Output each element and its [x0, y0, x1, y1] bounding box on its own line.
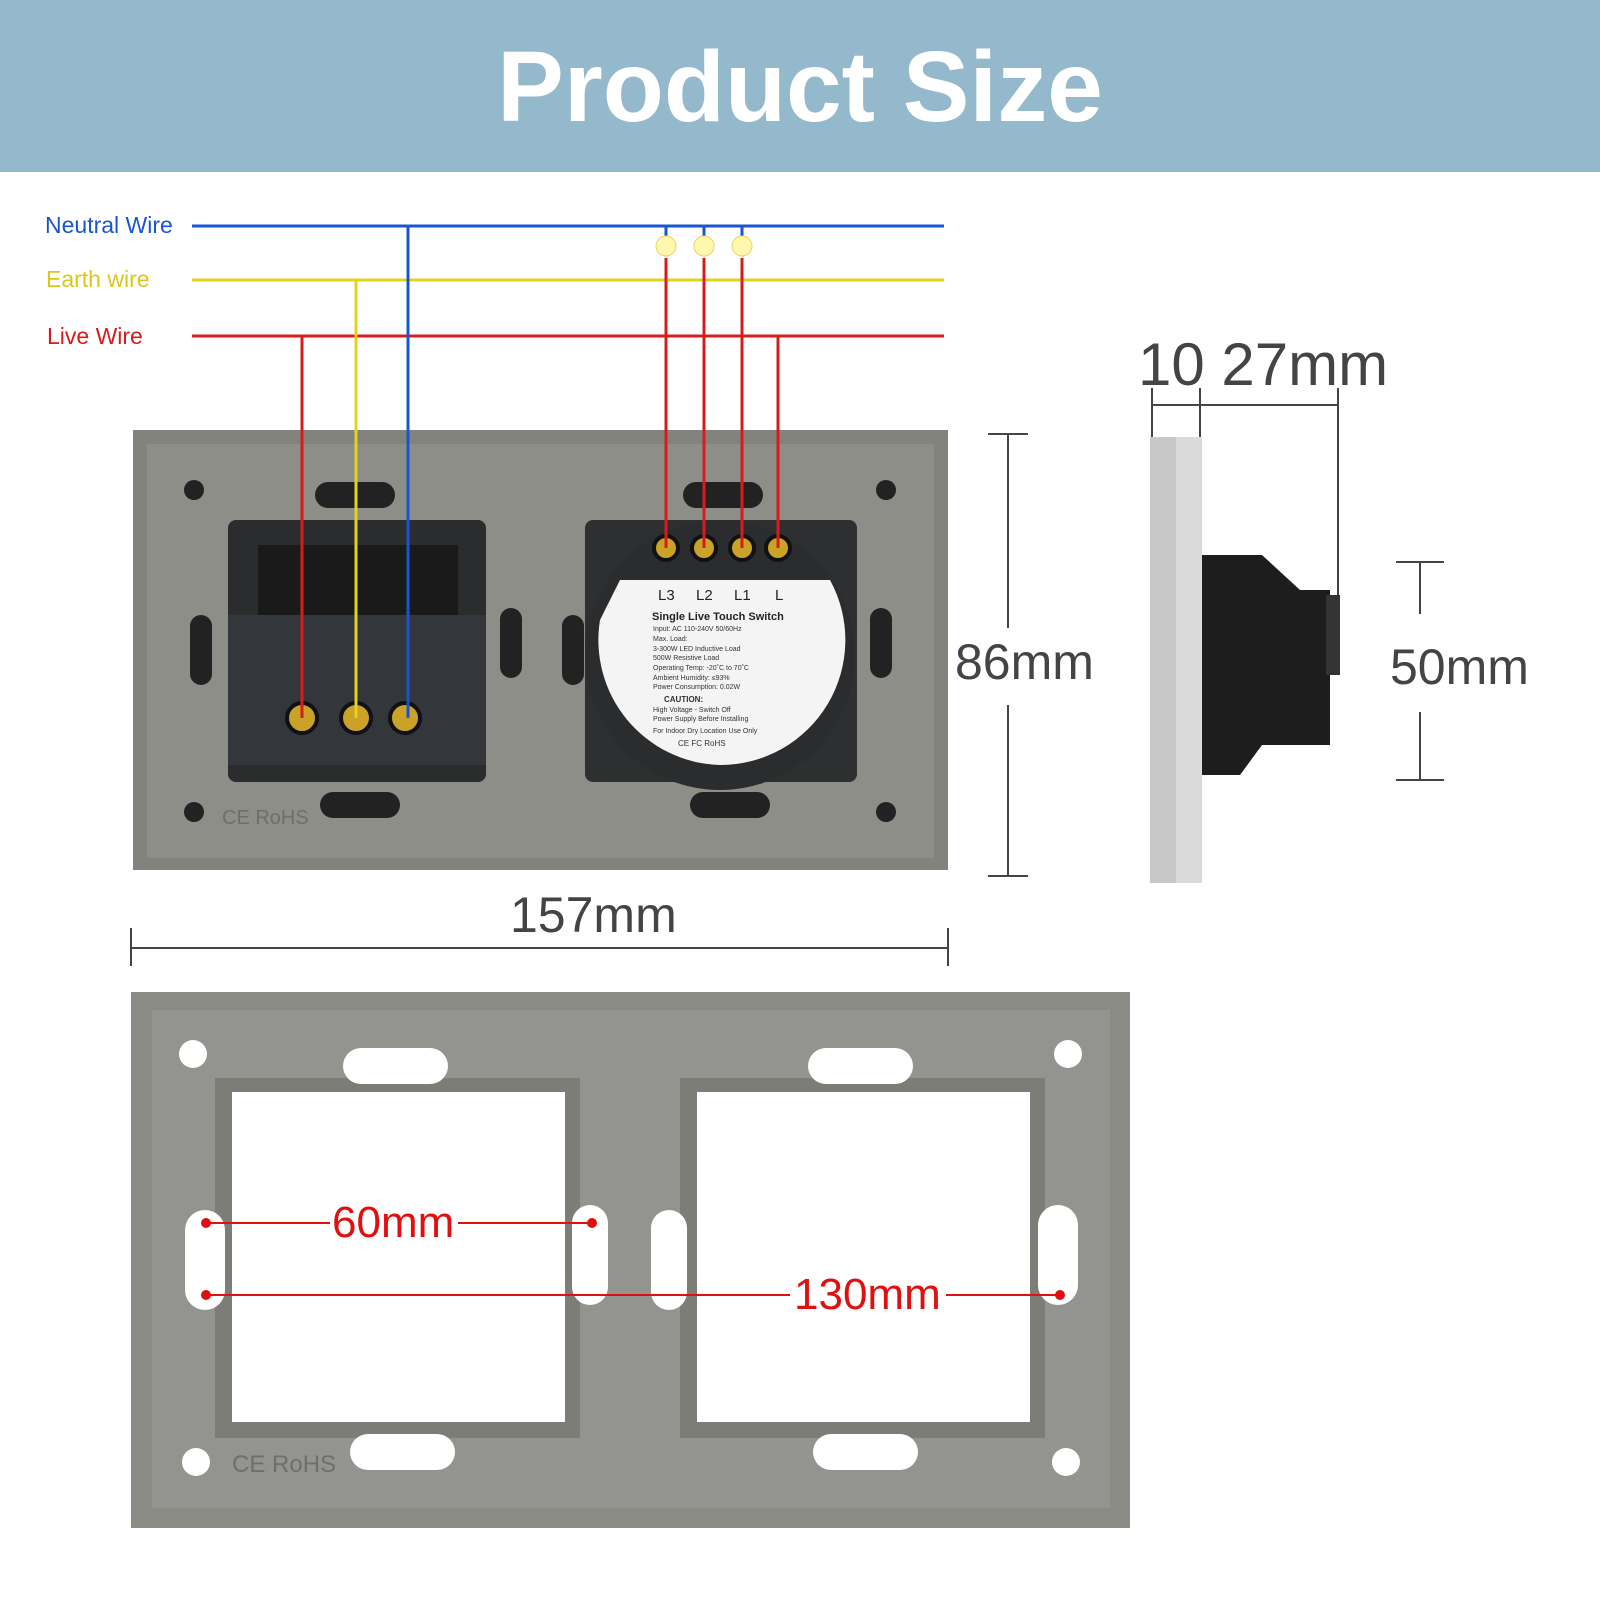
diagram-shape: [184, 480, 204, 500]
diagram-shape: [1326, 595, 1340, 675]
switch-label-title: Single Live Touch Switch: [652, 611, 784, 623]
diagram-shape: [697, 1092, 1030, 1422]
spacing-points: [201, 1218, 1065, 1300]
diagram-shape: [587, 1218, 597, 1228]
switch-caution-line: For Indoor Dry Location Use Only: [653, 728, 758, 735]
diagram-shape: [1055, 1290, 1065, 1300]
frame-marks-text: CE RoHS: [232, 1451, 336, 1478]
header-banner: Product Size: [0, 0, 1600, 172]
switch-spec-line: Operating Temp: -20˚C to 70˚C: [653, 664, 749, 672]
diagram-shape: [1052, 1448, 1080, 1476]
switch-spec-line: 500W Resistive Load: [653, 655, 719, 662]
switch-spec-line: Power Consumption: 0.02W: [653, 684, 741, 691]
diagram-shape: [184, 802, 204, 822]
mounting-frame: CE RoHS: [131, 992, 1130, 1528]
bulb-icon: [693, 235, 715, 257]
bulb-icon: [731, 235, 753, 257]
diagram-shape: [182, 1448, 210, 1476]
bulbs: [655, 226, 753, 257]
page-title: Product Size: [497, 31, 1103, 143]
neutral-wire-label: Neutral Wire: [45, 212, 173, 238]
switch-spec-line: Ambient Humidity: ≤93%: [653, 675, 730, 682]
diagram-shape: [1202, 555, 1330, 775]
diagram-shape: [562, 615, 584, 685]
outer-spacing-label: 130mm: [794, 1270, 941, 1319]
diagram-shape: [1038, 1205, 1078, 1305]
diagram-shape: [258, 545, 458, 615]
diagram-shape: [651, 1210, 687, 1310]
diagram-shape: [179, 1040, 207, 1068]
switch-spec-line: Max. Load:: [653, 636, 688, 643]
diagram-shape: [343, 1048, 448, 1084]
diagram-shape: [350, 1434, 455, 1470]
switch-module: L3 L2 L1 L Single Live Touch Switch Inpu…: [585, 520, 857, 790]
diagram-shape: [320, 792, 400, 818]
diagram-shape: [1176, 437, 1202, 883]
switch-caution-line: High Voltage - Switch Off: [653, 707, 731, 714]
terminal-label-l: L: [775, 587, 783, 604]
diagram-shape: [185, 1210, 225, 1310]
depth-dimension-label: 10 27mm: [1138, 331, 1389, 398]
diagram-shape: [500, 608, 522, 678]
diagram-shape: [190, 615, 212, 685]
spacing-lines: [206, 1222, 1060, 1296]
switch-spec-line: 3-300W LED Inductive Load: [653, 646, 741, 653]
diagram-shape: [201, 1218, 211, 1228]
diagram-shape: [388, 701, 422, 735]
diagram-shape: [683, 482, 763, 508]
switch-caution: CAUTION:: [664, 695, 703, 704]
bulb-icon: [655, 235, 677, 257]
live-wire-label: Live Wire: [47, 323, 143, 349]
module-dimension-label: 50mm: [1390, 639, 1529, 695]
switch-certification-marks: CE FC RoHS: [678, 739, 726, 748]
width-dimension-label: 157mm: [510, 887, 677, 943]
diagram-shape: [201, 1290, 211, 1300]
terminal-label-l2: L2: [696, 587, 713, 604]
terminal-label-l3: L3: [658, 587, 675, 604]
diagram-shape: [813, 1434, 918, 1470]
diagram-shape: [232, 1092, 565, 1422]
terminal-label-l1: L1: [734, 587, 751, 604]
side-view: [1150, 437, 1340, 883]
diagram-shape: [870, 608, 892, 678]
dimension-lines: [130, 388, 1444, 966]
diagram-shape: [572, 1205, 608, 1305]
diagram-shape: [876, 480, 896, 500]
diagram-shape: [598, 580, 846, 766]
switch-spec-line: Input: AC 110-240V 50/60Hz: [653, 626, 742, 633]
height-dimension-label: 86mm: [955, 634, 1094, 690]
diagram-shape: [808, 1048, 913, 1084]
inner-spacing-label: 60mm: [332, 1198, 455, 1247]
diagram-shape: [690, 792, 770, 818]
diagram-shape: [876, 802, 896, 822]
plate-marks-text: CE RoHS: [222, 807, 309, 829]
earth-wire-label: Earth wire: [46, 266, 150, 292]
switch-caution-line: Power Supply Before Installing: [653, 716, 748, 723]
diagram-shape: [1054, 1040, 1082, 1068]
